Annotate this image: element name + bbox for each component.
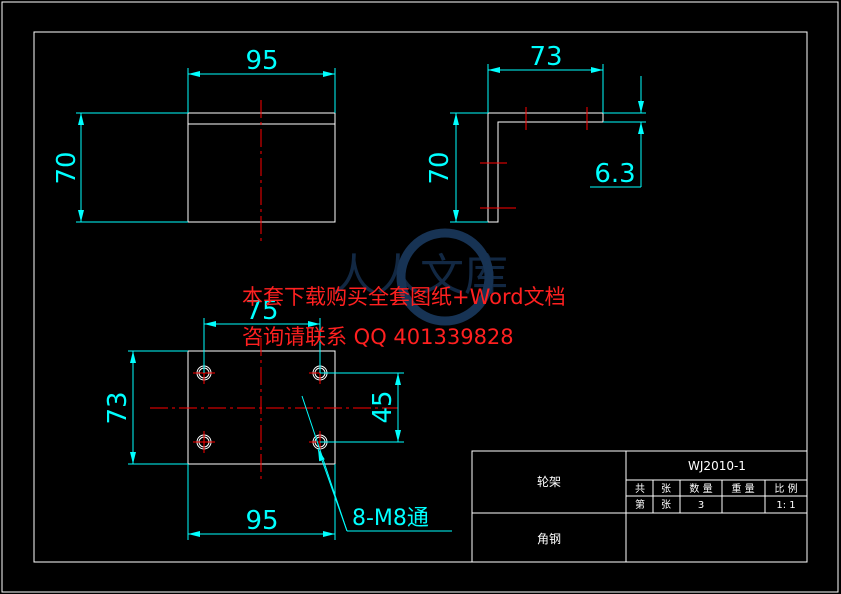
- dim-top-right-height: 70: [425, 151, 455, 184]
- header-label: 张: [661, 483, 671, 495]
- hole: [193, 431, 215, 453]
- quantity-value: 3: [698, 500, 704, 511]
- header-label: 比 例: [774, 482, 797, 495]
- dim-hole-spacing-x: 75: [245, 296, 278, 326]
- watermark-logo-text: 人人文库: [332, 250, 508, 301]
- hole-note: 8-M8通: [352, 506, 429, 531]
- row-label: 张: [661, 499, 671, 511]
- watermark-logo-icon: [396, 228, 494, 326]
- top-right-view: 73 70 6.3: [425, 42, 646, 223]
- scale-value: 1: 1: [776, 500, 795, 511]
- watermark: 人人文库: [332, 228, 508, 326]
- dim-hole-spacing-y: 45: [368, 390, 398, 423]
- drawing-number: WJ2010-1: [688, 459, 746, 473]
- row-label: 第: [635, 498, 645, 511]
- dim-top-left-height: 70: [52, 151, 82, 184]
- dim-top-right-thickness: 6.3: [594, 159, 635, 189]
- title-block: 轮架 WJ2010-1 角钢 共 张 数 量 重 量 比 例 第 张 3 1: …: [471, 450, 808, 563]
- header-label: 数 量: [689, 482, 712, 495]
- dim-top-left-width: 95: [245, 46, 278, 76]
- top-left-view: 95 70: [52, 46, 336, 244]
- dim-bottom-height: 73: [103, 391, 133, 424]
- angle-profile: [487, 112, 604, 223]
- dim-top-right-width: 73: [529, 42, 562, 72]
- header-label: 共: [635, 483, 645, 495]
- part-name: 轮架: [537, 475, 561, 489]
- bottom-view: 75 73 45 95 8-M8通: [103, 296, 452, 540]
- material: 角钢: [537, 532, 561, 546]
- inner-border: [33, 31, 808, 563]
- watermark-line-2: 咨询请联系 QQ 401339828: [242, 325, 514, 349]
- watermark-line-1: 本套下载购买全套图纸+Word文档: [242, 285, 566, 309]
- dim-bottom-width: 95: [245, 506, 278, 536]
- header-label: 重 量: [731, 482, 754, 495]
